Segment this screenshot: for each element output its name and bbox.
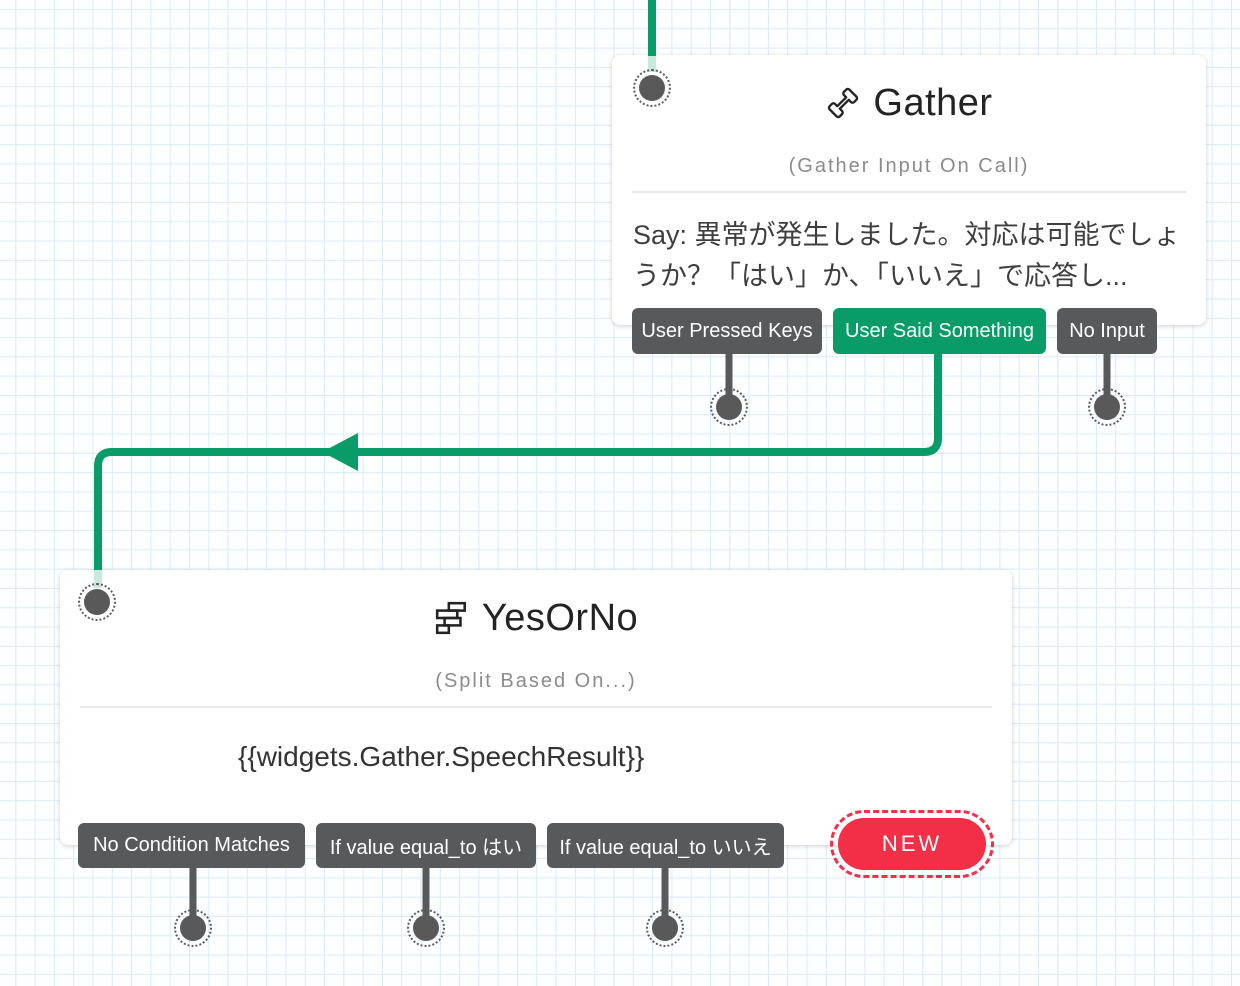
gather-widget-title: Gather [612, 79, 1206, 127]
gather-to-yesorno-connector[interactable] [94, 352, 942, 570]
gather-widget-type: (Gather Input On Call) [788, 155, 1030, 177]
phone-handset-icon [825, 85, 861, 121]
transition-if-value-equal-to-hai[interactable]: If value equal_to はい [316, 823, 536, 868]
no-condition-matches-output-port[interactable] [174, 909, 212, 947]
transition-no-input[interactable]: No Input [1057, 308, 1157, 354]
gather-widget-name: Gather [873, 81, 993, 124]
yesorno-test-value: {{widgets.Gather.SpeechResult}} [238, 741, 645, 772]
gather-divider [632, 191, 1186, 193]
gather-say-text: Say: 異常が発生しました。対応は可能でしょうか？「はい」か、「いいえ」で応答… [633, 220, 1181, 291]
transition-no-condition-matches[interactable]: No Condition Matches [78, 823, 305, 868]
widget-yesorno[interactable]: YesOrNo (Split Based On...) {{widgets.Ga… [60, 570, 1012, 845]
yesorno-input-port[interactable] [78, 583, 116, 621]
split-icon [434, 600, 470, 636]
transition-user-pressed-keys[interactable]: User Pressed Keys [632, 308, 822, 354]
yesorno-divider [80, 706, 992, 708]
if-value-iie-output-port[interactable] [646, 909, 684, 947]
transition-user-said-something[interactable]: User Said Something [833, 308, 1046, 354]
yesorno-widget-name: YesOrNo [481, 596, 639, 639]
user-pressed-keys-output-port[interactable] [710, 388, 748, 426]
transition-if-value-equal-to-iie[interactable]: If value equal_to いいえ [547, 823, 784, 868]
if-value-hai-output-port[interactable] [407, 909, 445, 947]
widget-gather[interactable]: Gather (Gather Input On Call) Say: 異常が発生… [612, 55, 1206, 325]
yesorno-widget-type: (Split Based On...) [435, 670, 637, 692]
yesorno-widget-title: YesOrNo [60, 594, 1012, 642]
no-input-output-port[interactable] [1088, 388, 1126, 426]
gather-input-port[interactable] [633, 69, 671, 107]
new-transition-button[interactable]: NEW [830, 810, 994, 878]
